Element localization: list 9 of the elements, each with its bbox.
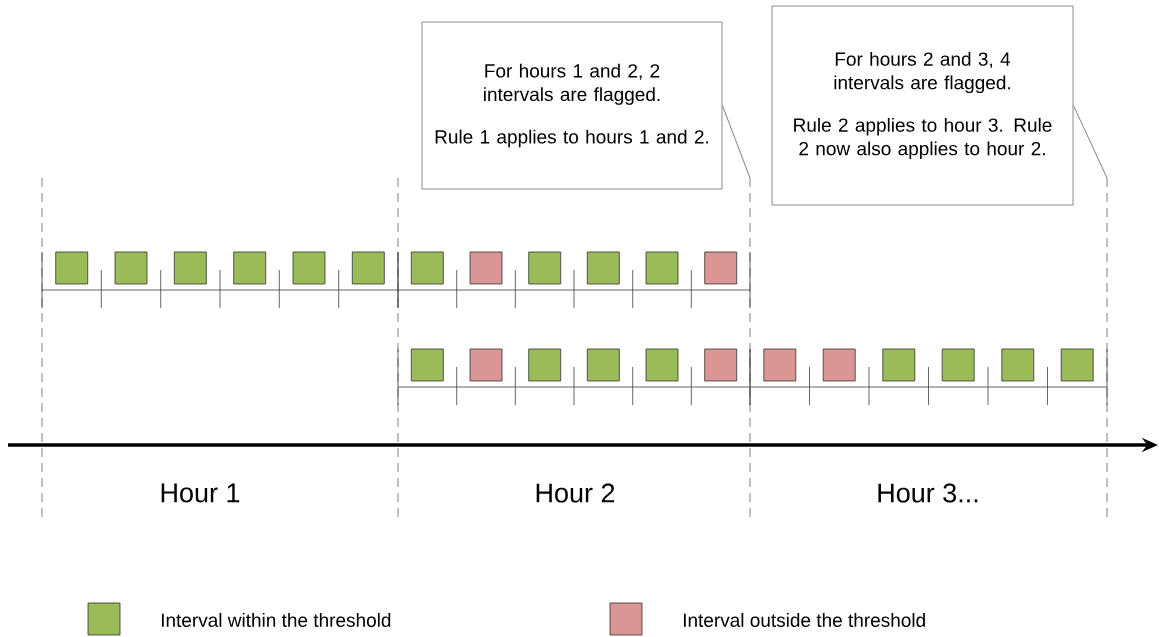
callout-box: For hours 2 and 3, 4 intervals are flagged. Rule 2 applies to hour 3. Rule 2 now also applies to hour 2. [771, 5, 1074, 206]
legend-label: Interval outside the threshold [683, 613, 925, 627]
callout-box: For hours 1 and 2, 2 intervals are flagged. Rule 1 applies to hours 1 and 2. [421, 21, 723, 190]
legend-label: Interval within the threshold [161, 613, 391, 627]
hour-label: Hour 1 [161, 483, 240, 503]
leader-line [722, 105, 751, 179]
leader-line [1073, 105, 1108, 179]
hour-label: Hour 3... [878, 483, 978, 503]
hour-label: Hour 2 [536, 483, 615, 503]
